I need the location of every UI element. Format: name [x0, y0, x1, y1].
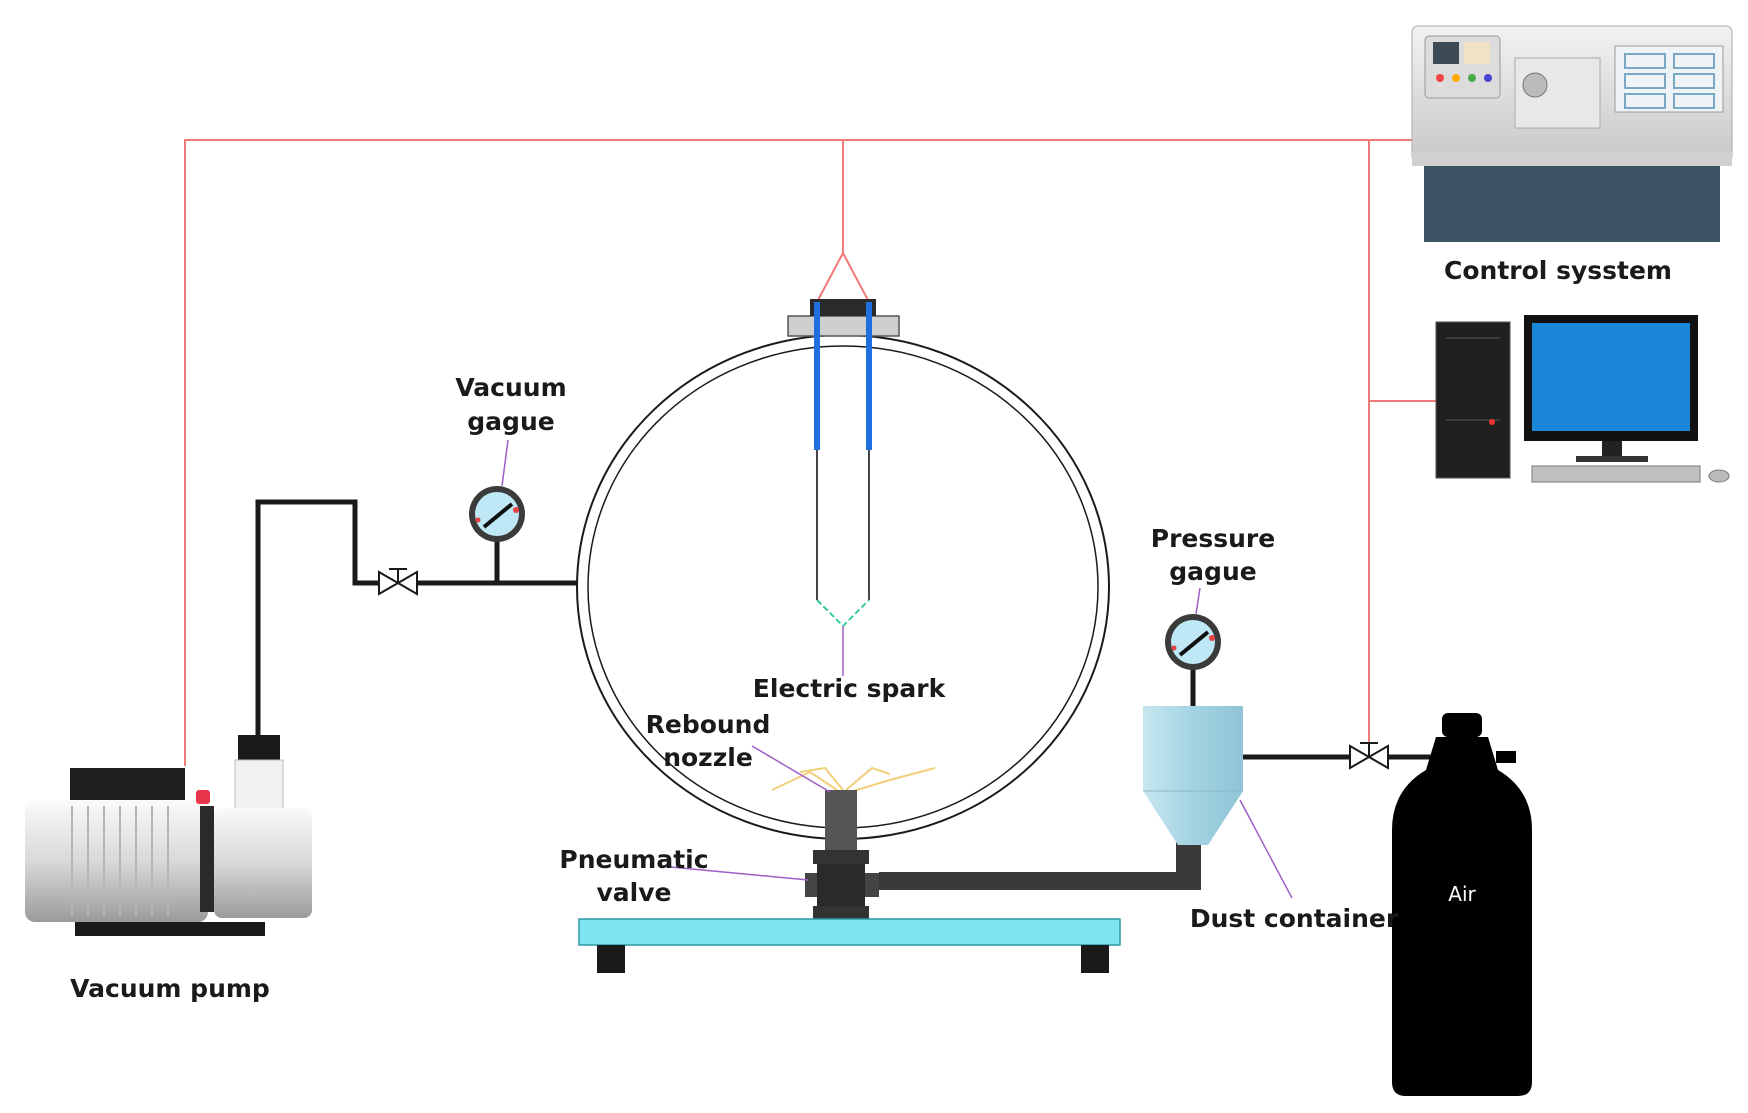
computer-monitor-screen [1532, 323, 1690, 431]
pressure-gauge-needle [1178, 630, 1210, 657]
signal-lines [184, 139, 1436, 766]
nozzle-assembly [805, 790, 879, 932]
vacuum-pump-label: Vacuum pump [70, 974, 270, 1003]
cylinder-body [1392, 737, 1532, 1096]
chamber-top-cap [810, 299, 876, 316]
pneumatic-valve-bottom [813, 906, 869, 920]
valve-body-right [396, 570, 418, 596]
pressure-gauge-leader [1195, 587, 1201, 615]
spherical-chamber [576, 299, 1110, 840]
pressure-gauge-label-line1: Pressure [1151, 524, 1275, 553]
pump-red-knob [196, 790, 210, 804]
pneumatic-valve-top [813, 850, 869, 864]
computer-tower [1435, 321, 1511, 479]
machine-base [1424, 166, 1720, 242]
pneumatic-valve-label-line1: Pneumatic [559, 845, 708, 874]
signal-line-main [184, 139, 1412, 766]
platform-leg-right [1081, 945, 1109, 973]
computer-mouse [1708, 469, 1730, 483]
rebound-nozzle-leader [751, 745, 831, 793]
pump-inlet-cap [238, 735, 280, 760]
chamber-outer-wall [576, 334, 1110, 840]
pump-motor [25, 800, 208, 922]
dust-container-body [1143, 706, 1243, 791]
pressure-gauge [1165, 614, 1221, 670]
dust-container-funnel [1143, 791, 1243, 845]
pneumatic-valve-leader [659, 865, 809, 881]
pressure-gauge-label-line2: gague [1169, 557, 1256, 586]
vacuum-gauge-label-line1: Vacuum [455, 373, 566, 402]
vacuum-pump [25, 735, 312, 936]
vacuum-gauge-label-line2: gague [467, 407, 554, 436]
pump-coupling [200, 806, 214, 912]
pneumatic-valve-side-right [865, 873, 879, 897]
valve-body-right [1367, 744, 1389, 770]
cylinder-valve-top [1442, 713, 1482, 737]
vacuum-gauge-leader [501, 439, 509, 487]
control-system-unit [1411, 25, 1733, 242]
rebound-nozzle-label-line1: Rebound [646, 710, 771, 739]
pneumatic-valve-body [817, 864, 865, 906]
spark-electrodes [814, 302, 872, 628]
signal-line-electrode-fork [816, 250, 870, 303]
platform-leg-left [597, 945, 625, 973]
pneumatic-valve-label-line2: valve [597, 878, 672, 907]
computer-monitor-stand [1602, 441, 1622, 459]
leader-lines [501, 439, 1293, 899]
chamber-top-flange [787, 315, 900, 337]
platform [578, 918, 1121, 973]
vacuum-line-valve [378, 568, 418, 596]
dust-feed-pipe [879, 842, 1201, 890]
machine-doors [1614, 45, 1724, 113]
air-cylinder [1392, 713, 1532, 1096]
pump-top-handle [70, 768, 185, 806]
air-cylinder-label: Air [1448, 882, 1476, 906]
dust-spray [771, 766, 936, 793]
platform-top [578, 918, 1121, 946]
rebound-nozzle-label-line2: nozzle [663, 743, 753, 772]
dust-container-leader [1239, 799, 1293, 899]
electric-spark-tip [816, 599, 870, 628]
rebound-nozzle-tube [825, 790, 857, 850]
dust-container-label: Dust container [1190, 904, 1399, 933]
computer-keyboard [1531, 465, 1701, 483]
valve-body-left [1349, 744, 1371, 770]
pump-motor-fins [71, 806, 169, 916]
dust-container [1143, 706, 1243, 845]
pump-head [214, 808, 312, 918]
pump-to-valve-pipe [255, 499, 379, 735]
control-system-label: Control sysstem [1444, 256, 1672, 285]
air-line-valve [1349, 742, 1389, 770]
vacuum-gauge-needle [482, 502, 514, 529]
pump-inlet-body [234, 759, 284, 811]
pump-base [75, 922, 265, 936]
electric-spark-label: Electric spark [753, 674, 947, 703]
valve-body-left [378, 570, 400, 596]
vacuum-gauge [469, 486, 525, 542]
pneumatic-valve-side-left [805, 873, 817, 897]
computer [1435, 315, 1730, 483]
